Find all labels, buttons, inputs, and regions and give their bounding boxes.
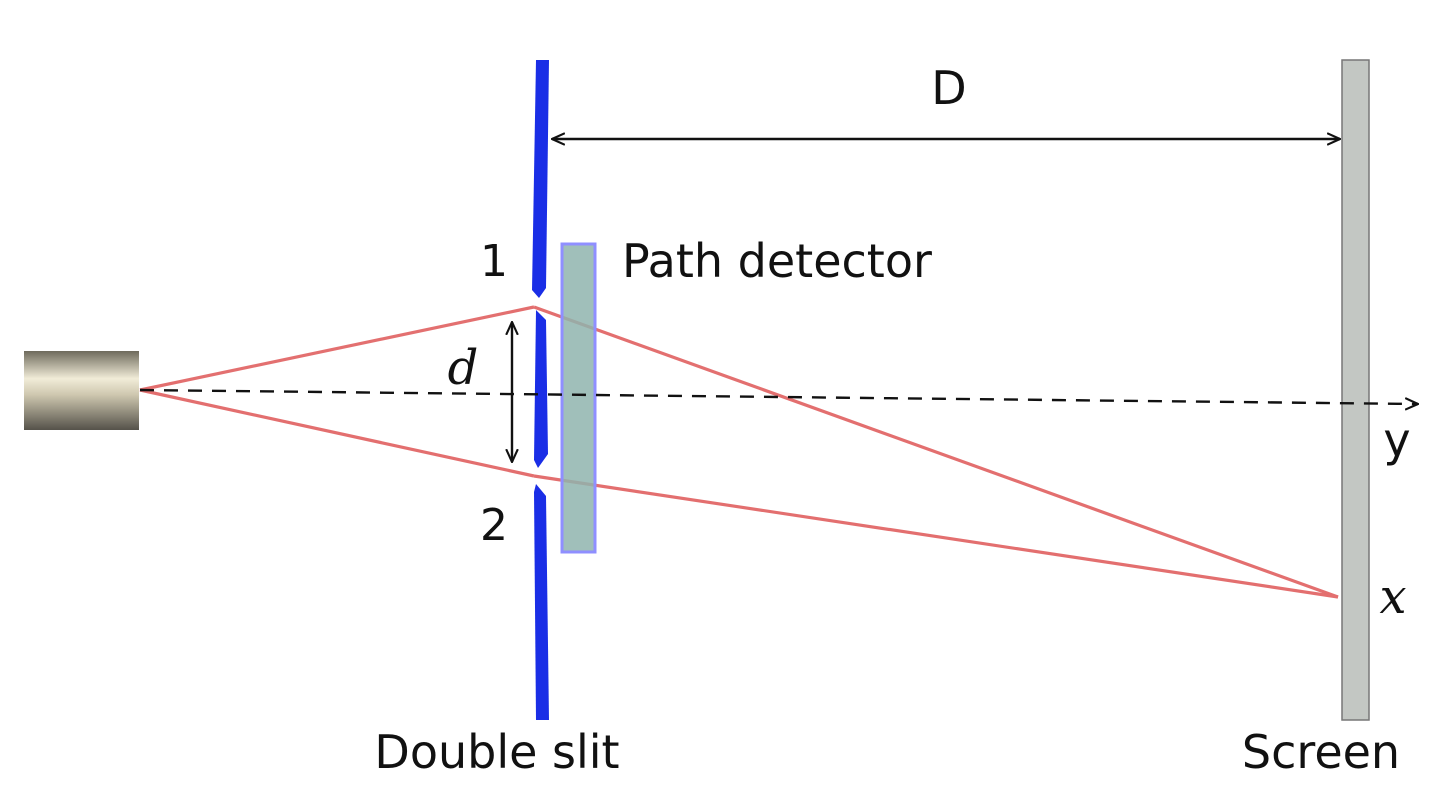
- light-rays: [139, 305, 1339, 599]
- light-source: [24, 351, 139, 430]
- slit-spacing-label: d: [448, 340, 479, 396]
- barrier-middle-segment: [534, 310, 548, 468]
- screen-panel: [1341, 59, 1370, 721]
- screen-position-label: x: [1379, 569, 1406, 625]
- ray-slit-2-to-screen: [533, 474, 1339, 599]
- ray-slit-1-to-screen: [533, 305, 1339, 599]
- distance-label: D: [931, 61, 966, 115]
- path-detector-label: Path detector: [622, 234, 932, 288]
- ray-source-to-slit-2: [139, 388, 535, 478]
- slit-1-label: 1: [480, 236, 508, 287]
- barrier-top-segment: [532, 60, 549, 298]
- slit-2-label: 2: [480, 500, 508, 551]
- path-detector: [560, 242, 597, 554]
- double-slit-label: Double slit: [374, 725, 619, 779]
- double-slit-barrier: [532, 60, 549, 720]
- axis-y-label: y: [1383, 413, 1410, 467]
- barrier-bottom-segment: [534, 484, 549, 720]
- screen-label: Screen: [1242, 725, 1400, 779]
- optical-axis: [139, 388, 1418, 404]
- ray-source-to-slit-1: [139, 305, 535, 392]
